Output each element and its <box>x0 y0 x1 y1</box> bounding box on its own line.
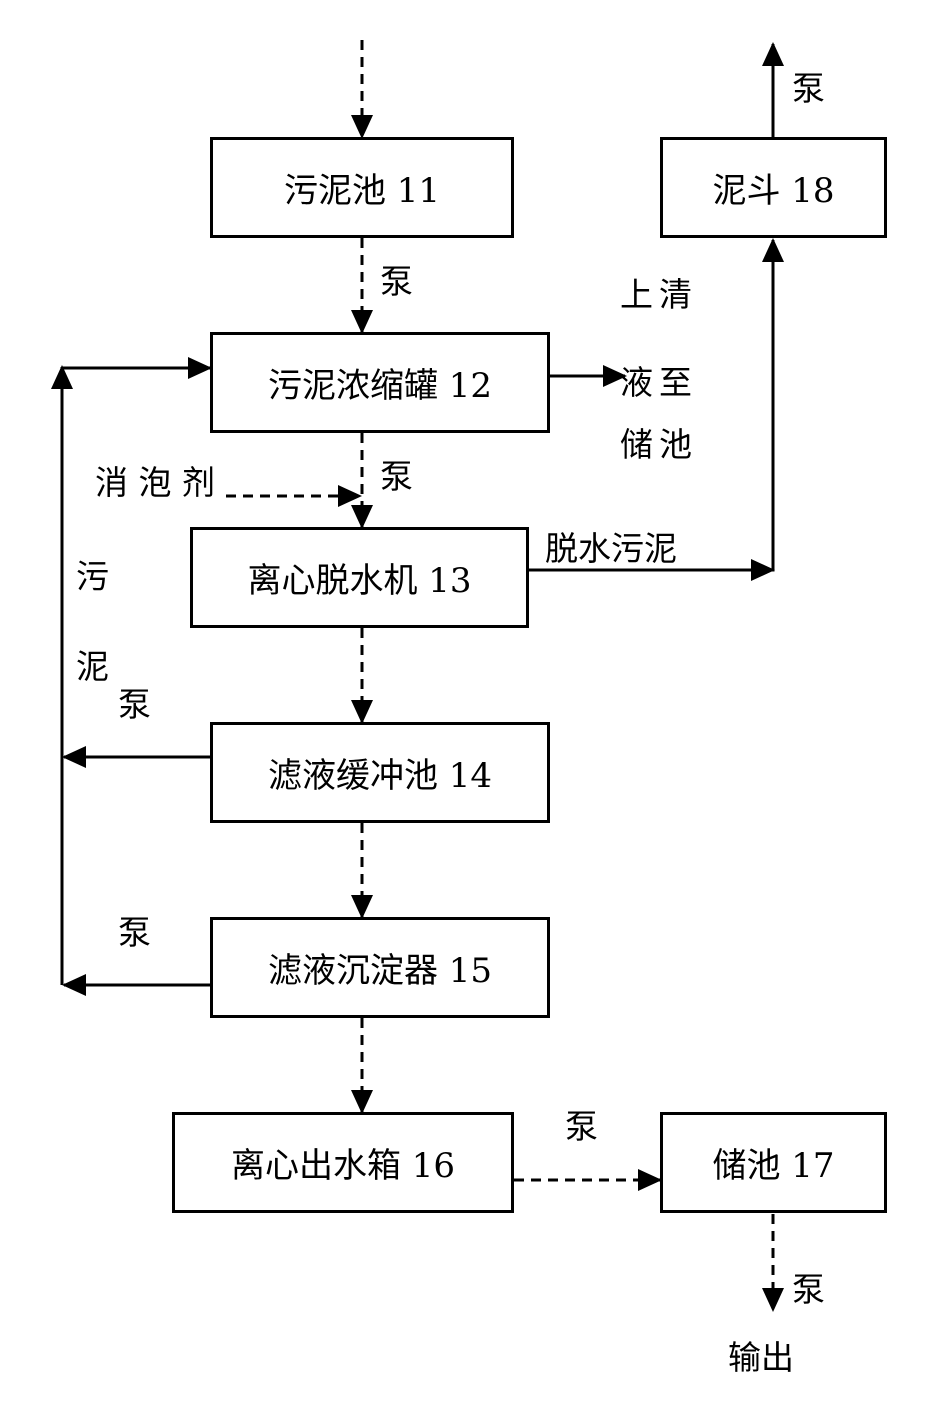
pump-label-18-top: 泵 <box>792 69 825 108</box>
sludge-label-2: 泥 <box>76 647 109 686</box>
dewatered-sludge-label: 脱水污泥 <box>545 529 677 568</box>
supernatant-label-line3: 储池 <box>620 425 698 464</box>
arrow-13-to-18-corner-head <box>751 559 775 581</box>
sludge-thickening-tank-12: 污泥浓缩罐 12 <box>210 332 550 433</box>
supernatant-label-line2: 液至 <box>620 363 698 402</box>
filtrate-buffer-tank-14: 滤液缓冲池 14 <box>210 722 550 823</box>
sludge-tank-11: 污泥池 11 <box>210 137 514 238</box>
filtrate-settler-15: 滤液沉淀器 15 <box>210 917 550 1018</box>
pump-label-return-15: 泵 <box>118 913 151 952</box>
sludge-hopper-18: 泥斗 18 <box>660 137 887 238</box>
pump-label-return-14: 泵 <box>118 685 151 724</box>
defoamer-label: 消 泡 剂 <box>95 463 215 502</box>
sludge-label-1: 污 <box>76 557 109 596</box>
storage-tank-17: 储池 17 <box>660 1112 887 1213</box>
output-label: 输出 <box>728 1338 794 1377</box>
centrifugal-dewatering-machine-13: 离心脱水机 13 <box>190 527 529 628</box>
pump-label-17-output: 泵 <box>792 1270 825 1309</box>
pump-label-16-17: 泵 <box>565 1107 598 1146</box>
pump-label-11-12: 泵 <box>380 262 413 301</box>
centrifuge-effluent-tank-16: 离心出水箱 16 <box>172 1112 514 1213</box>
pump-label-12-13: 泵 <box>380 457 413 496</box>
supernatant-label-line1: 上清 <box>620 275 698 314</box>
